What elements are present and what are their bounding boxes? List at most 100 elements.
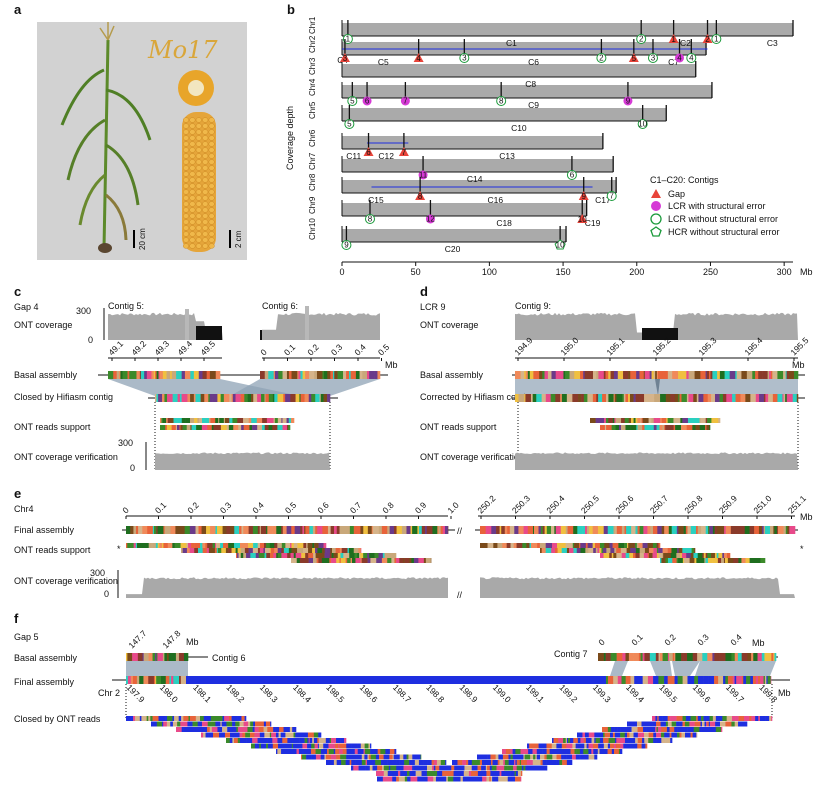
ont-read-right [442, 771, 449, 776]
tick-label-left: 0.9 [413, 500, 429, 516]
ont-read-left [393, 754, 397, 760]
ont-read-right [520, 749, 526, 754]
ont-read-right [703, 716, 707, 721]
ont-read-right [410, 776, 414, 782]
ont-read-right [637, 743, 642, 749]
kernel [195, 141, 202, 147]
kernel [189, 135, 196, 141]
ont-read-left [313, 732, 319, 738]
ont-read-right [685, 716, 691, 721]
tick-label-right: 0.3 [329, 342, 345, 358]
kernel [195, 207, 202, 213]
final-seq-left [444, 526, 449, 534]
final-tick: 199.5 [657, 682, 679, 704]
ont-read-left [244, 716, 247, 721]
ont-read-left [148, 716, 151, 721]
contig7-seq [662, 653, 669, 661]
ont-read-left [331, 738, 333, 743]
ont-read [277, 548, 282, 553]
final-seq-left [389, 526, 395, 534]
ont-read-right [563, 754, 567, 760]
basal-contig5-seq [190, 371, 195, 379]
ont-read-right [635, 738, 639, 743]
contig7-seq [603, 653, 606, 661]
final-seq-left [438, 526, 441, 534]
basal-contig9-seq [565, 371, 570, 379]
ont-read-right [504, 760, 509, 765]
ont-read [172, 543, 175, 548]
kernel [182, 201, 189, 207]
ont-read [288, 425, 291, 430]
ont-read-right [468, 760, 473, 765]
ont-read-left [158, 716, 161, 721]
chromosome-name-Chr8: Chr8 [308, 173, 317, 191]
ont-read [557, 543, 563, 548]
ont-read-right [437, 776, 442, 782]
ont-read-right [477, 754, 484, 760]
ont-read-left [387, 760, 393, 765]
ont-read [318, 558, 323, 563]
panel-label-f: f [14, 611, 19, 626]
ont-read [191, 425, 197, 430]
ont-read [151, 543, 153, 548]
ont-read-left [368, 754, 371, 760]
lcr-ok-number: 2 [639, 35, 644, 44]
ont-read [263, 548, 266, 553]
final-seq-right [546, 526, 552, 534]
ont-read-right [712, 716, 717, 721]
ont-read-left [353, 765, 359, 771]
contig-label-C12: C12 [378, 151, 394, 161]
ont-read [691, 548, 695, 553]
basal-contig6-seq [332, 371, 335, 379]
ont-read [360, 553, 364, 558]
coverage-spike [185, 309, 189, 340]
tick-label-left: 49.5 [198, 338, 217, 357]
ont-read-right [421, 776, 428, 782]
ont-read-right [415, 771, 422, 776]
hifiasm-contig-seq [158, 394, 163, 402]
ont-read [658, 548, 663, 553]
ont-read-right [550, 760, 553, 765]
final-seq-right [758, 526, 763, 534]
ont-read-right [530, 749, 533, 754]
gap-marker-number: 1 [671, 35, 676, 44]
final-seq-right [617, 676, 622, 684]
e-row-verify: ONT coverage verification [14, 576, 118, 586]
ont-read [215, 418, 219, 423]
corrected-contig-seq [696, 394, 699, 402]
final-seq-right [585, 526, 588, 534]
ont-read-right [656, 727, 659, 732]
basal-contig5-seq [116, 371, 120, 379]
ont-read-left [226, 721, 233, 727]
corrected-contig-seq [698, 394, 704, 402]
final-seq-right [697, 526, 702, 534]
ont-read [497, 543, 503, 548]
final-seq-left [418, 526, 423, 534]
ont-read [317, 548, 323, 553]
final-seq-right [496, 526, 500, 534]
panel-b-coverage-chart: Coverage depth Chr1Chr2Chr3Chr4Chr5Chr6C… [285, 16, 813, 277]
gap-marker-number: 6 [366, 148, 371, 157]
ont-read [614, 548, 617, 553]
final-seq-left [426, 526, 433, 534]
ont-read-left [385, 760, 388, 765]
corrected-contig-seq [674, 394, 679, 402]
ont-read-left [304, 738, 308, 743]
contig-label-C15: C15 [368, 195, 384, 205]
contig6-seq [170, 653, 177, 661]
final-seq-right [582, 526, 586, 534]
ont-read [277, 425, 283, 430]
ont-read [653, 418, 657, 423]
contig7-seq [681, 653, 684, 661]
ont-read-left [257, 738, 263, 743]
ont-read [297, 548, 304, 553]
final-seq-left [156, 526, 158, 534]
ont-read [188, 425, 191, 430]
kernel [195, 183, 202, 189]
contig6-seq [142, 653, 144, 661]
ont-read-left [318, 738, 322, 743]
ont-read-left [282, 738, 288, 743]
ont-read [705, 418, 708, 423]
ont-read [487, 543, 494, 548]
